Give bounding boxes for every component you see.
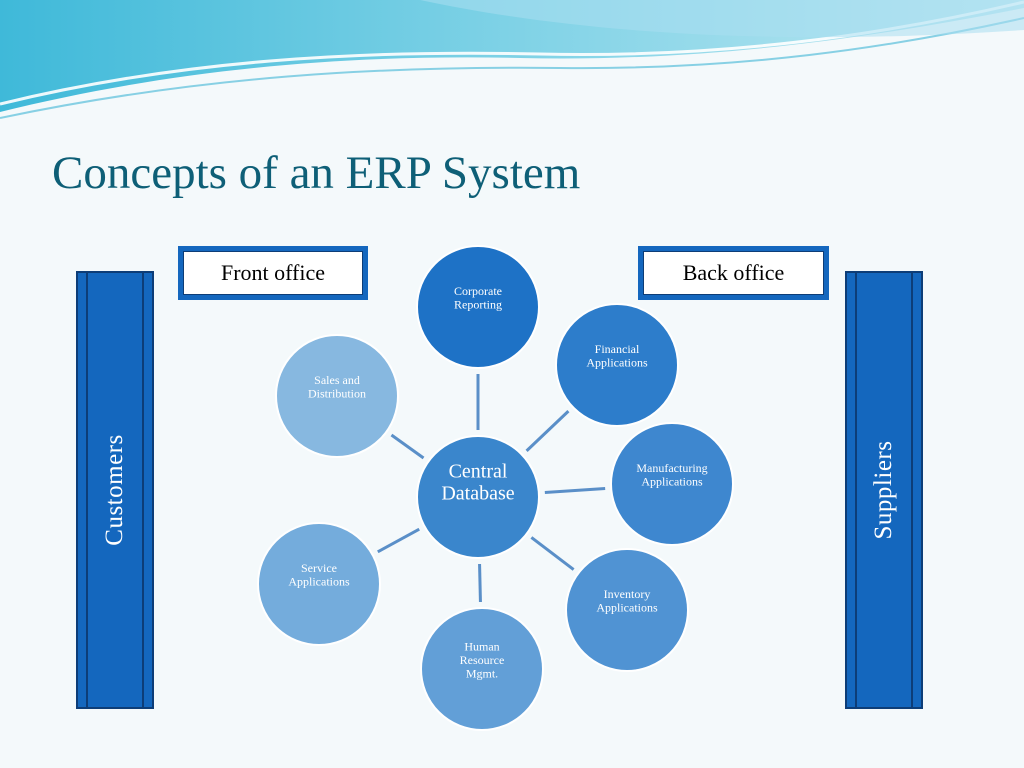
slide-title: Concepts of an ERP System [52,147,581,199]
corporate-reporting-circle [416,245,540,369]
financial-applications-label-line: Applications [586,356,648,370]
connector-human-resource-mgmt [478,563,482,603]
customers-bar: Customers [76,271,154,709]
inventory-applications-circle [565,548,689,672]
back-office-label: Back office [643,251,824,295]
inventory-applications-label-line: Applications [596,601,658,615]
service-applications-label-line: Applications [288,575,350,589]
sales-and-distribution-label-line: Distribution [308,387,366,401]
sales-and-distribution-label-line: Sales and [314,373,360,387]
human-resource-mgmt-label-line: Mgmt. [466,666,498,680]
inventory-applications-label-line: Inventory [604,587,651,601]
financial-applications-label-line: Financial [595,342,640,356]
manufacturing-applications-circle [610,422,734,546]
financial-applications-circle [555,303,679,427]
corporate-reporting-label-line: Reporting [454,298,502,312]
connector-inventory-applications [530,536,575,571]
sales-and-distribution-circle [275,334,399,458]
service-applications-circle [257,522,381,646]
connector-manufacturing-applications [544,486,606,495]
human-resource-mgmt-circle [420,607,544,731]
connector-sales-and-distribution [390,433,425,460]
corporate-reporting-label-line: Corporate [454,284,502,298]
suppliers-bar: Suppliers [845,271,923,709]
front-office-label: Front office [183,251,363,295]
front-office-box: Front office [178,246,368,300]
manufacturing-applications-label-line: Manufacturing [636,461,707,475]
header-wave-decoration [0,0,1024,119]
manufacturing-applications-label-line: Applications [641,475,703,489]
connector-service-applications [377,527,420,554]
human-resource-mgmt-label-line: Resource [460,653,505,667]
human-resource-mgmt-label-line: Human [464,639,499,653]
service-applications-label-line: Service [301,561,337,575]
central-database-label-line: Database [441,483,514,505]
central-database-circle [416,435,540,559]
connector-financial-applications [525,410,570,452]
back-office-box: Back office [638,246,829,300]
central-database-label-line: Central [449,461,508,483]
